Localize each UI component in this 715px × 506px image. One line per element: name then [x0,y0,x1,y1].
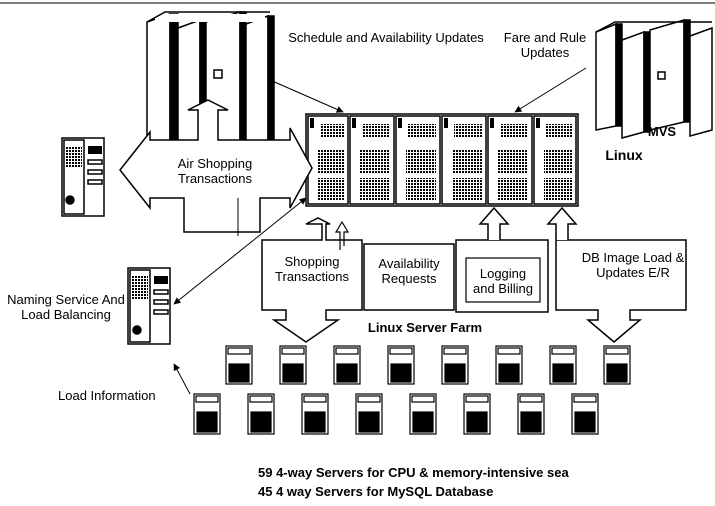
logging-billing-label: Logging and Billing [473,266,533,296]
shopping-transactions-label: Shopping Transactions [275,254,349,284]
db-image-label: DB Image Load & Updates E/R [581,250,685,280]
availability-requests-label: Availability Requests [378,256,440,286]
logging-arrow-icon [478,206,510,240]
fare-updates-label: Fare and Rule Updates [503,30,587,60]
linux-rack-icon [305,113,579,207]
logging-inner-box [465,257,541,303]
linux-label: Linux [605,147,643,163]
schedule-arrow [269,79,344,113]
air-shopping-label: Air Shopping Transactions [177,156,253,186]
load-balancer-icon [127,267,171,345]
load-information-label: Load Information [58,388,156,403]
load-balancer-link [173,197,307,305]
server-farm-row2 [193,393,599,435]
schedule-updates-label: Schedule and Availability Updates [288,30,484,45]
fare-arrow [514,67,587,113]
naming-service-label: Naming Service And Load Balancing [7,292,125,322]
desktop-tower-icon [61,137,105,217]
shopping-transactions-arrow-icon [261,217,363,343]
footer-line-1: 59 4-way Servers for CPU & memory-intens… [258,465,569,480]
load-info-arrow [173,363,191,395]
db-image-arrow-icon [555,239,687,343]
mvs-label: MVS [647,124,677,139]
server-farm-label: Linux Server Farm [367,320,483,335]
footer-line-2: 45 4 way Servers for MySQL Database [258,484,494,499]
db-up-arrow-icon [546,206,578,240]
availability-box [363,243,455,311]
availability-arrow-icon [334,220,350,250]
server-farm-row1 [225,345,631,385]
mainframe-right-icon [595,18,713,139]
